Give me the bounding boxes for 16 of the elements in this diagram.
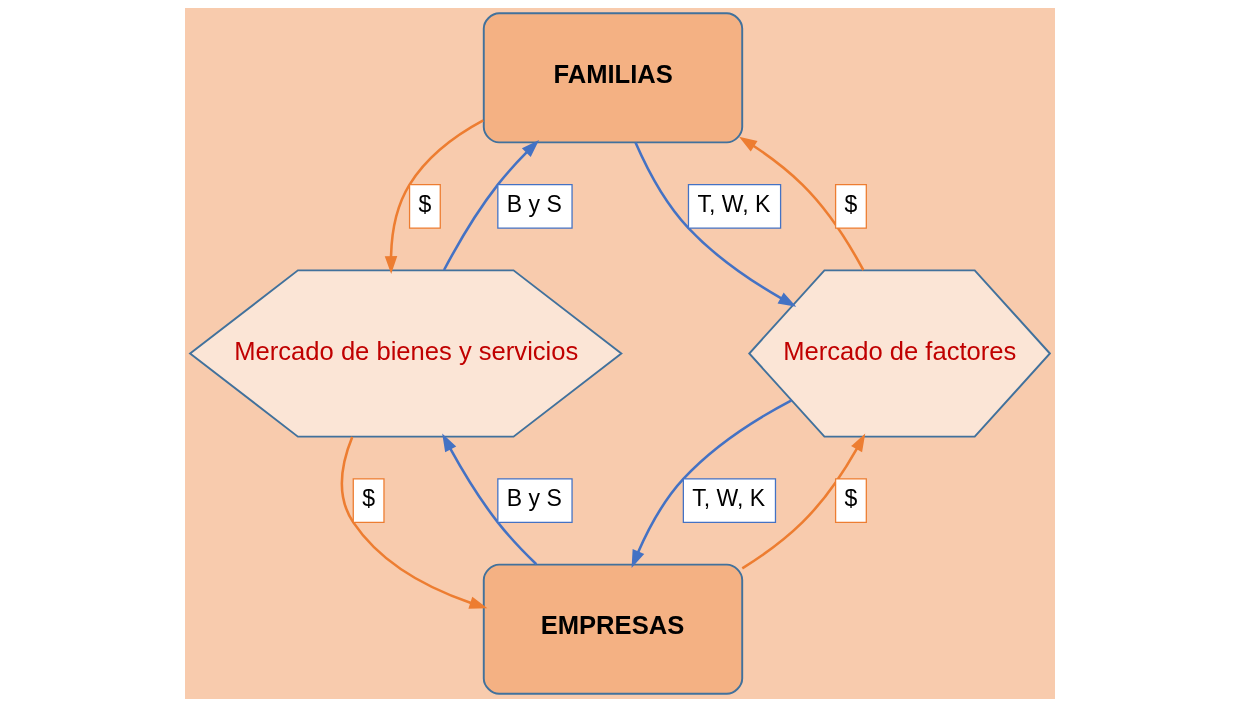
- edge-label: T, W, K: [692, 485, 766, 512]
- edge-label: $: [362, 485, 376, 512]
- node-box: EMPRESAS: [482, 563, 744, 695]
- arrow: [634, 141, 797, 307]
- edge-label: B y S: [506, 485, 562, 512]
- edge-label: $: [844, 485, 858, 512]
- edge-label: $: [844, 191, 858, 217]
- edge-label: T, W, K: [697, 191, 771, 217]
- edge-label: $: [418, 191, 432, 217]
- node-box: FAMILIAS: [482, 12, 744, 144]
- arrow: [631, 399, 793, 569]
- edge-label: B y S: [506, 191, 562, 217]
- arrow: [384, 119, 484, 275]
- arrow: [442, 433, 538, 566]
- arrow: [340, 436, 488, 609]
- arrow: [442, 140, 540, 271]
